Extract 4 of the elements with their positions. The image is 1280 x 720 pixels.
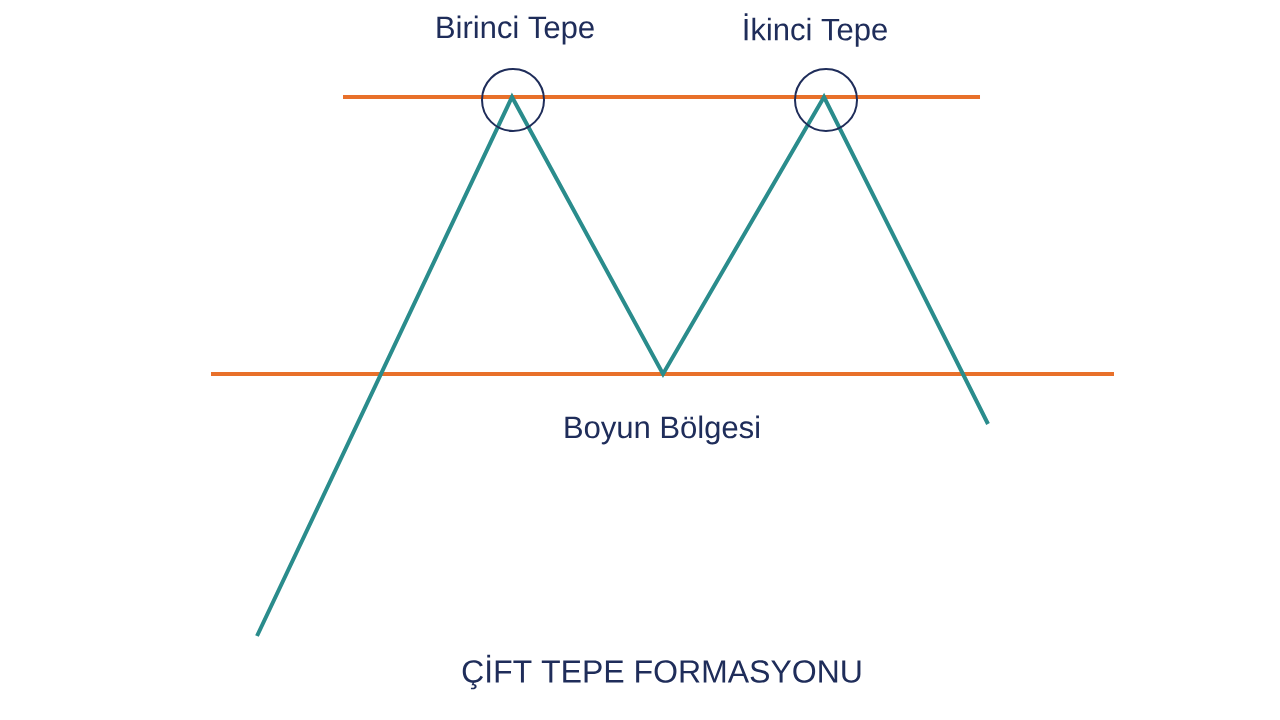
caption: ÇİFT TEPE FORMASYONU	[462, 654, 861, 690]
neckline-label: Boyun Bölgesi	[565, 415, 759, 445]
peak-label: Birinci Tepe	[437, 15, 594, 45]
peak-label: İkinci Tepe	[744, 13, 887, 47]
